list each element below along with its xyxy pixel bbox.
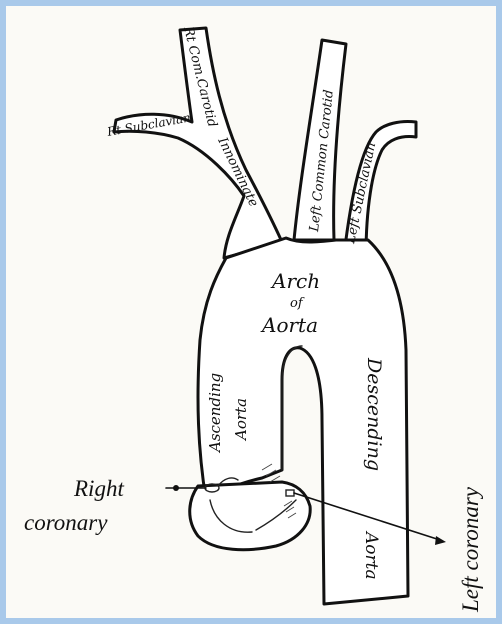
right-coronary-pointer-dot [173,485,179,491]
label-aorta-ascending: Aorta [232,398,250,442]
left-coronary-pointer-tip [435,536,446,545]
label-descending: Descending [363,357,385,471]
arch-inner-line [282,346,302,470]
label-ascending: Ascending [206,373,224,454]
label-aorta-descending: Aorta [361,530,381,580]
label-coronary-right: coronary [24,510,108,535]
label-aorta-arch: Aorta [260,313,318,337]
label-arch: Arch [270,269,320,293]
label-of: of [290,296,305,311]
label-innominate: Innominate [214,134,261,209]
label-right: Right [73,476,124,501]
label-left-coronary: Left coronary [458,486,483,613]
